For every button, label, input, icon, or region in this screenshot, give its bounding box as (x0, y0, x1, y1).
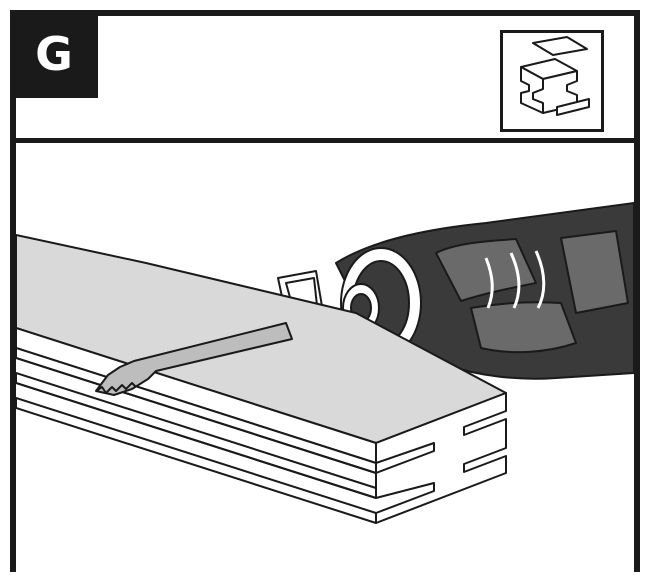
instruction-frame (10, 10, 640, 572)
illustration-scene (15, 143, 635, 573)
inset-panel (500, 30, 604, 132)
plunge-cut-illustration (15, 202, 635, 524)
header-divider (10, 138, 640, 143)
step-letter: G (35, 27, 73, 81)
plunge-cut-blade-icon (95, 322, 293, 396)
step-badge: G (10, 10, 98, 98)
h-profile-cutout-icon (520, 36, 590, 116)
